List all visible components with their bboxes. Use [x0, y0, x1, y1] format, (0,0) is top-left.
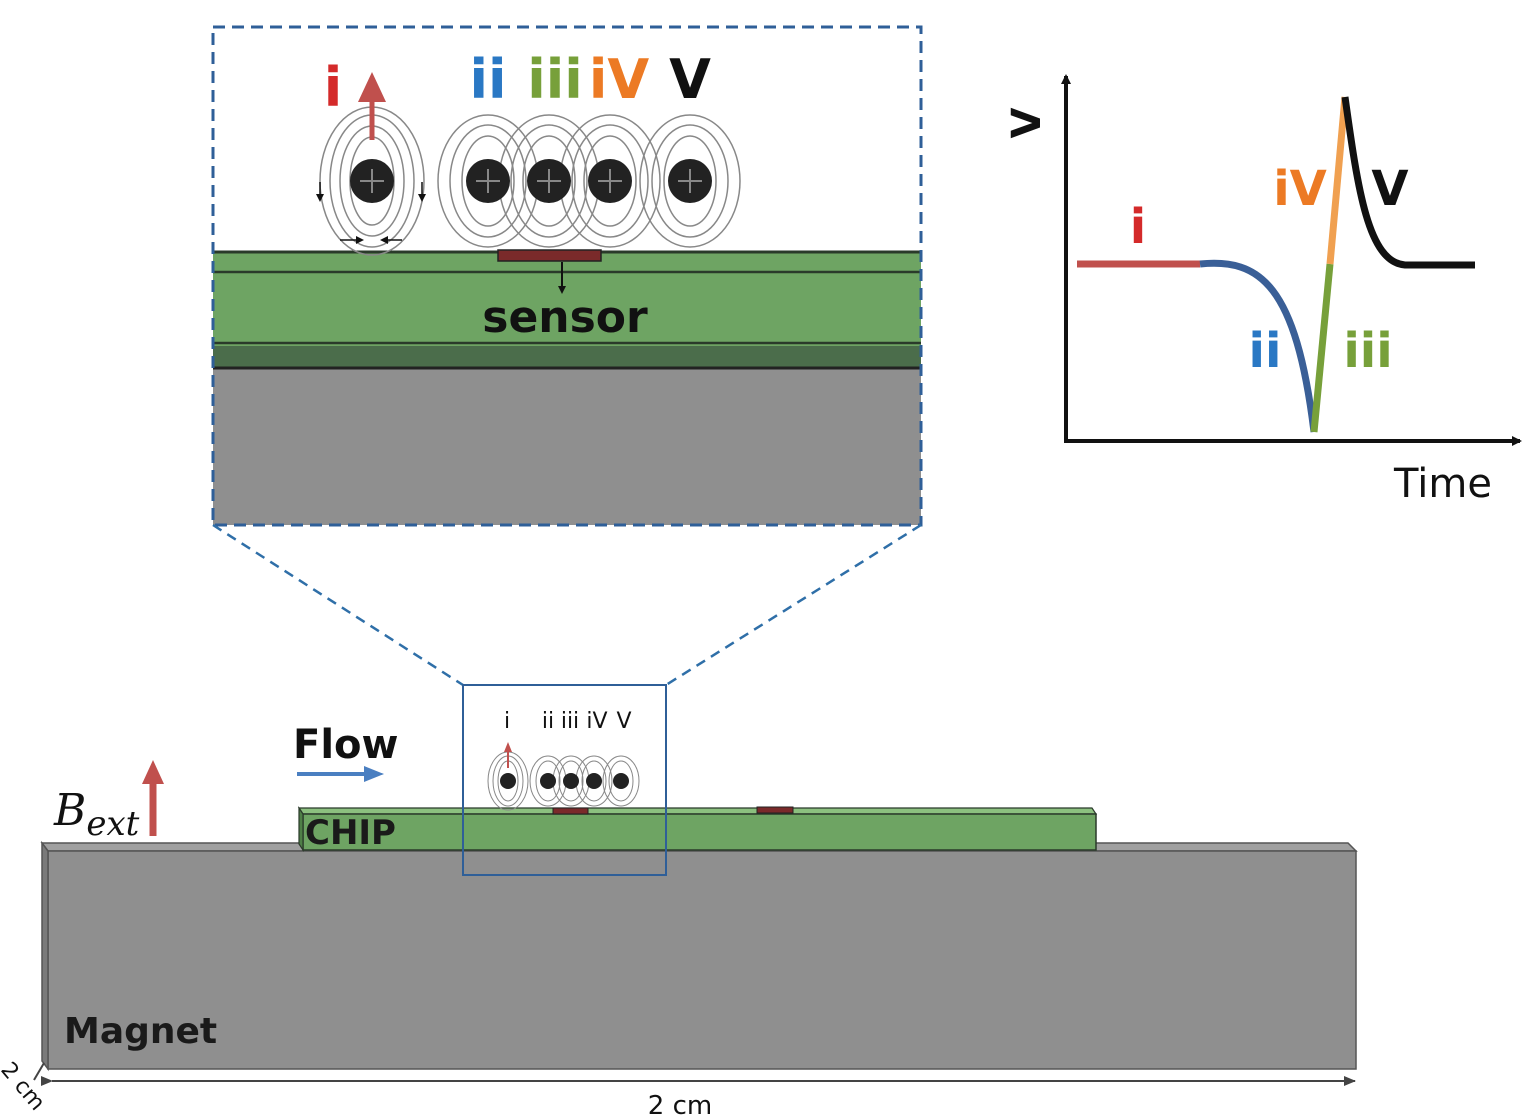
chip-left-face: [298, 806, 304, 852]
sensor-label: sensor: [482, 292, 648, 343]
plot-label-iv: iV: [1273, 161, 1327, 217]
chip-sensor-2: [756, 806, 794, 814]
inset-label-v: V: [669, 48, 711, 111]
field-label-sub: ext: [86, 804, 139, 844]
zoom-inset: sensor: [211, 25, 923, 527]
chip-block: [302, 813, 1097, 851]
plot-label-ii: ii: [1249, 323, 1282, 379]
field-label-main: B: [53, 785, 86, 836]
external-field-arrow: [142, 760, 164, 836]
depth-dimension-line: [33, 1062, 45, 1081]
setup: Magnet CHIP i ii: [0, 684, 1358, 1119]
zoom-connector-left: [212, 523, 464, 687]
inset-label-ii: ii: [469, 48, 506, 111]
inset-chip-layer: [213, 252, 921, 346]
chip-label: CHIP: [305, 813, 396, 853]
small-particles: [487, 742, 640, 811]
magnet-block: [47, 850, 1357, 1070]
inset-dark-layer: [213, 346, 921, 368]
chip-sensor-1: [552, 807, 589, 815]
zoom-region-box: [462, 684, 667, 876]
signal-plot: V Time i ii iii iV V: [1004, 74, 1522, 507]
small-label-iv: iV: [586, 709, 607, 734]
plot-x-label: Time: [1393, 461, 1492, 507]
plot-label-v: V: [1371, 161, 1408, 217]
inset-frame: [211, 25, 923, 527]
signal-segment-ii: [1199, 259, 1318, 433]
signal-segment-iv: [1326, 96, 1349, 265]
flow-label: Flow: [293, 722, 398, 768]
inset-label-i: i: [324, 56, 343, 119]
inset-label-iii: iii: [527, 48, 583, 111]
zoom-connector-right: [665, 523, 922, 687]
inset-substrate: [213, 368, 921, 525]
magnet-label: Magnet: [64, 1011, 217, 1052]
chip-top-face: [297, 807, 1098, 815]
magnet-left-face: [41, 840, 49, 1072]
small-label-ii: ii: [542, 709, 554, 734]
width-dimension-label: 2 cm: [648, 1091, 712, 1119]
signal-segment-v: [1341, 96, 1475, 269]
small-label-iii: iii: [561, 709, 579, 734]
flow-arrow: [297, 766, 384, 782]
plot-y-label: V: [1004, 107, 1050, 138]
inset-label-iv: iV: [589, 48, 650, 111]
small-label-i: i: [504, 709, 510, 734]
particle-i: [316, 72, 426, 256]
signal-segment-iii: [1310, 263, 1334, 433]
external-field-label: Bext: [53, 785, 140, 844]
inset-sensor-strip: [497, 249, 602, 262]
small-label-v: V: [616, 709, 631, 734]
plot-label-i: i: [1130, 199, 1146, 255]
plot-label-iii: iii: [1343, 323, 1392, 379]
